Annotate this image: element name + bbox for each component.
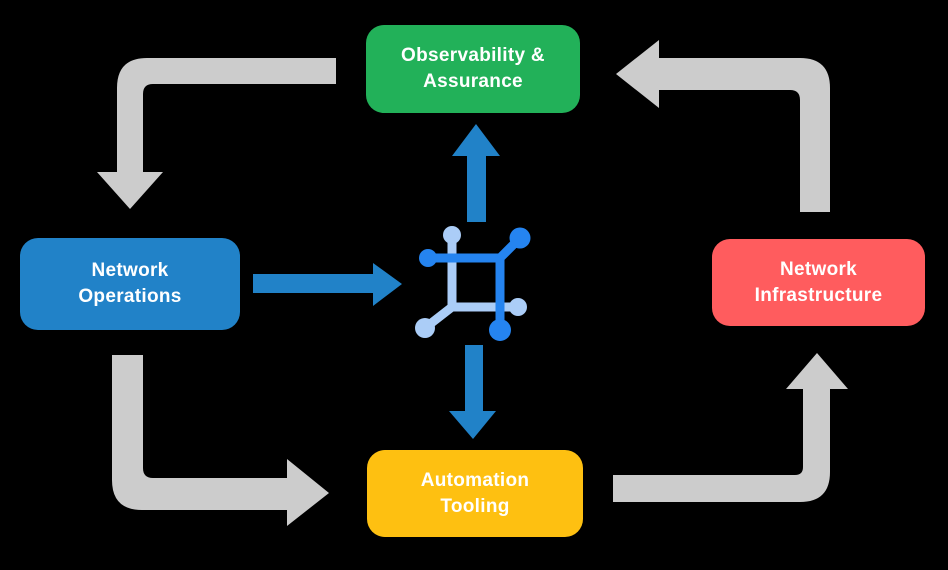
icon-top-left-node (443, 226, 461, 244)
icon-right-node (509, 298, 527, 316)
arrow-observability-to-operations (97, 58, 336, 209)
icon-top-right-node (509, 227, 531, 249)
node-network-infrastructure: Network Infrastructure (712, 239, 925, 326)
network-fabric-icon (415, 226, 531, 341)
node-automation-tooling: Automation Tooling (367, 450, 583, 537)
arrow-operations-to-center (253, 263, 402, 306)
arrow-operations-to-automation (112, 355, 329, 526)
arrow-center-to-observability (452, 124, 500, 222)
node-label-line: Observability & (401, 45, 545, 66)
arrow-center-to-automation (449, 345, 496, 439)
node-label-line: Automation (420, 469, 530, 491)
node-observability-assurance: Observability & Assurance (366, 25, 580, 113)
node-label-line: Network (779, 258, 858, 280)
node-label-line: Assurance (423, 71, 523, 92)
node-label-line: Tooling (440, 495, 510, 517)
icon-left-node (419, 249, 437, 267)
node-label-line: Network (91, 260, 169, 281)
node-label-line: Operations (78, 286, 182, 307)
node-label-line: Infrastructure (754, 284, 883, 306)
icon-bottom-node (489, 319, 511, 341)
icon-bottom-left-node (415, 318, 435, 338)
node-network-operations: Network Operations (20, 238, 240, 330)
arrow-automation-to-infrastructure (613, 353, 848, 502)
arrow-infrastructure-to-observability (616, 40, 830, 212)
